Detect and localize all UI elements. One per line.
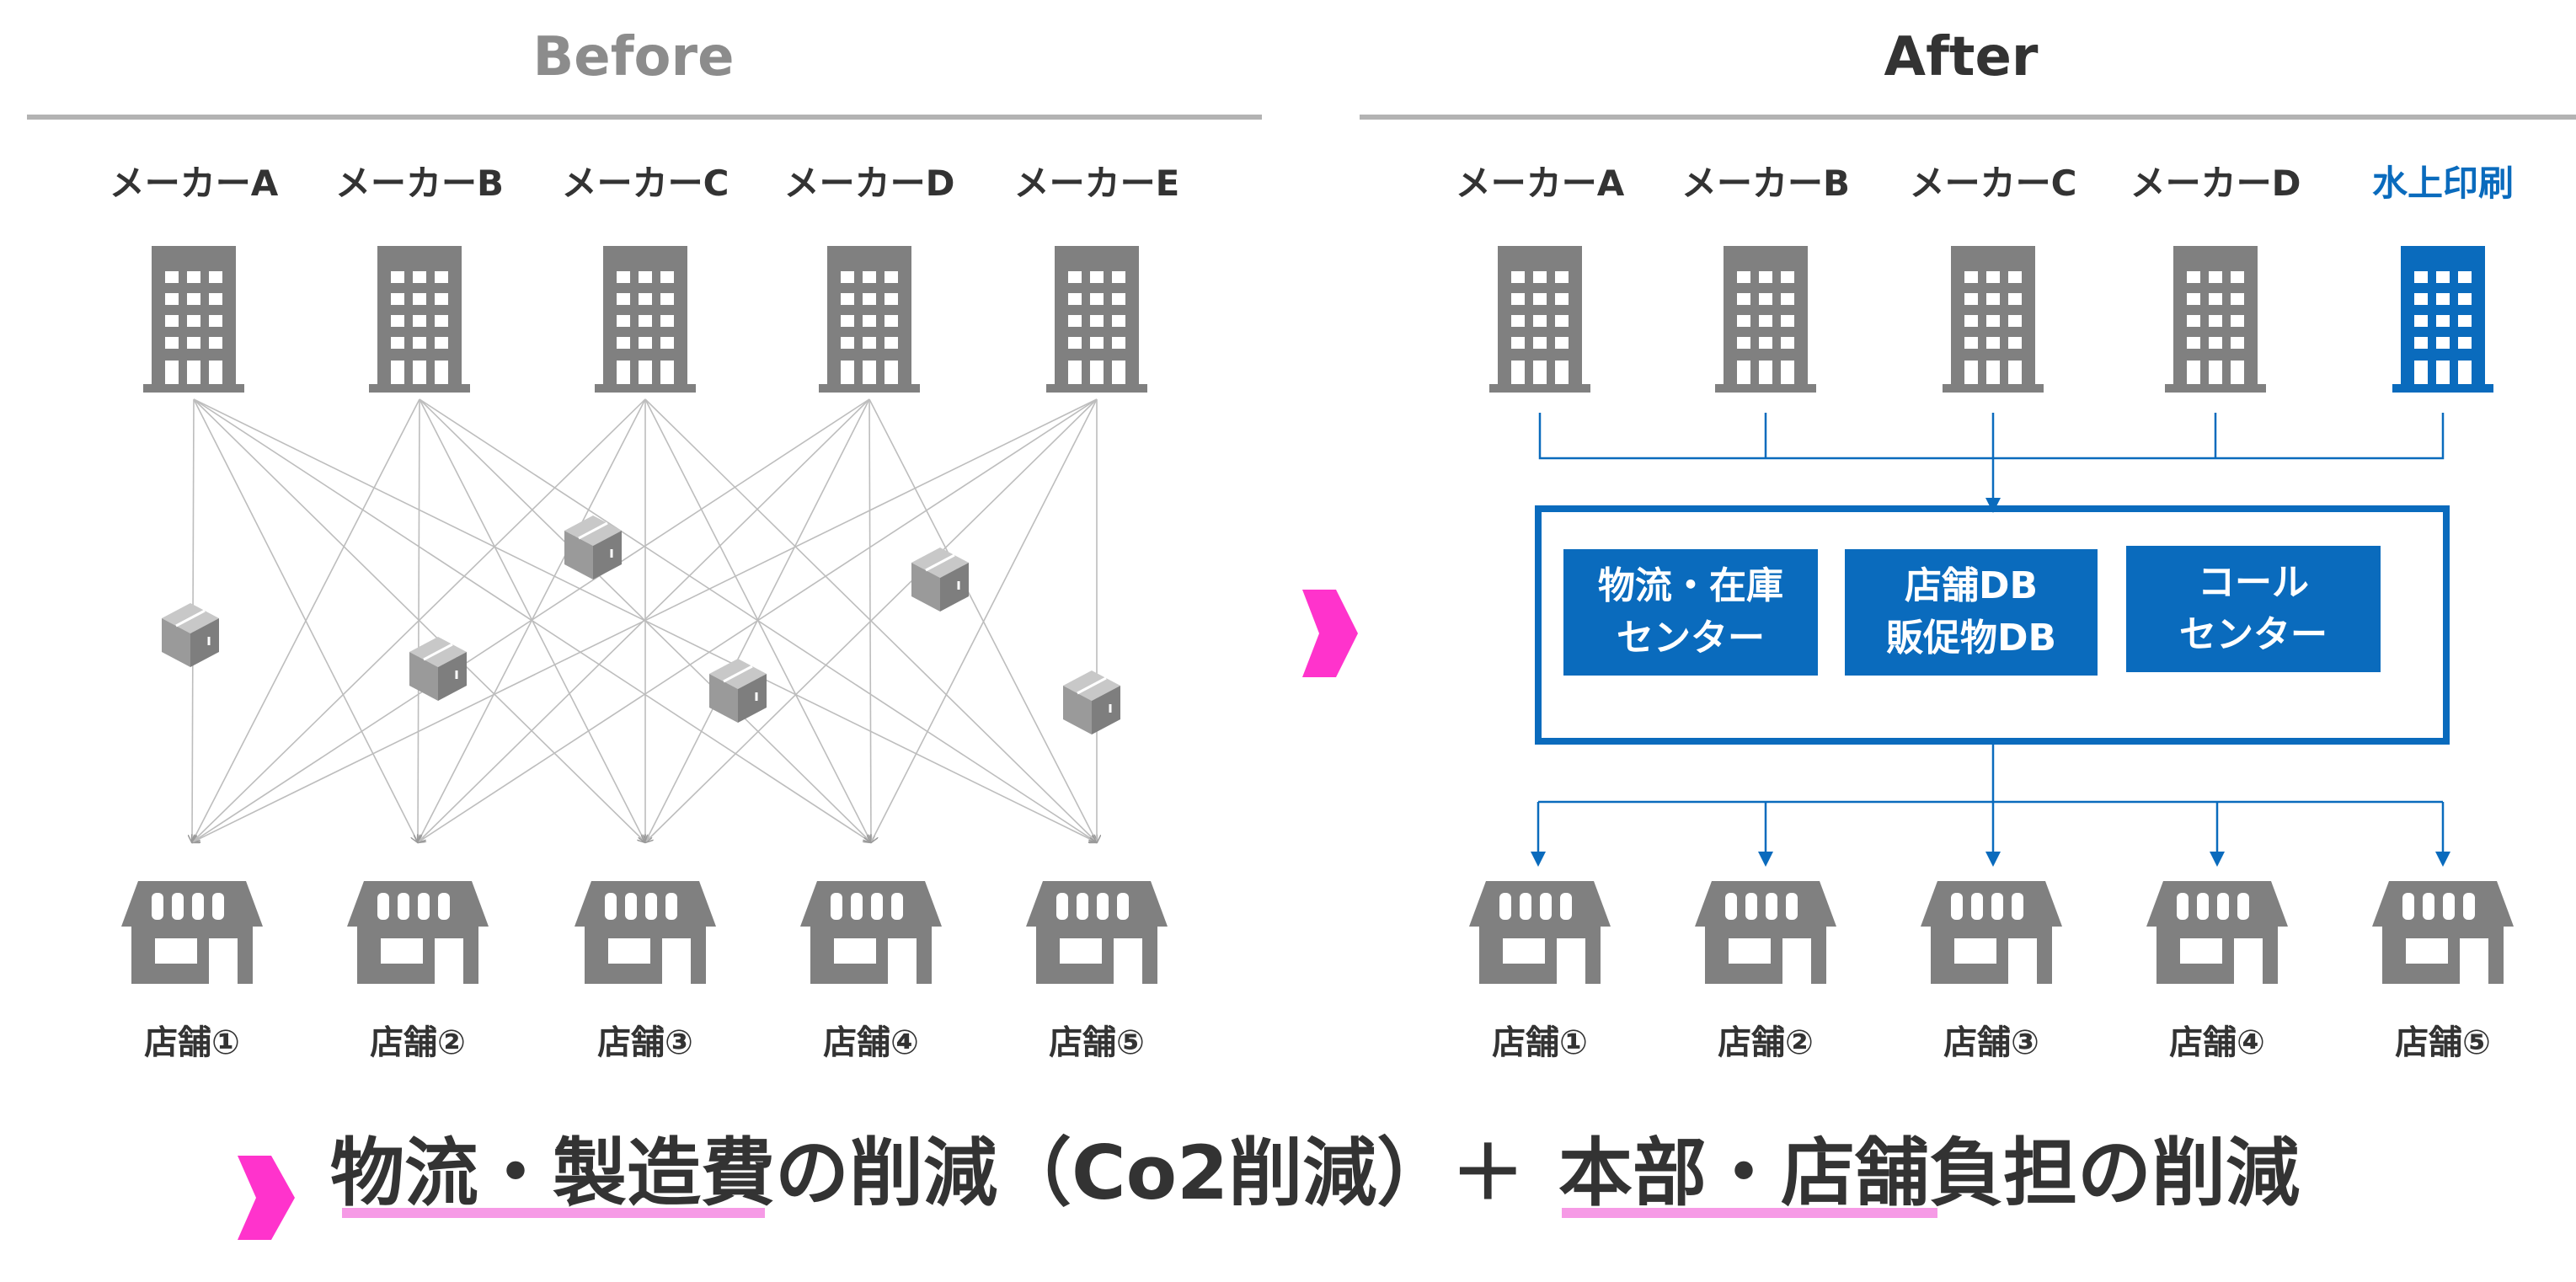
connection-line	[192, 398, 646, 842]
before-maker-label: メーカーB	[334, 163, 504, 204]
storefront-icon	[1026, 881, 1168, 984]
after-divider	[1360, 115, 2576, 120]
service-line: 店舗DB	[1904, 564, 2039, 607]
before-maker-label: メーカーA	[109, 163, 279, 204]
before-store-label: 店舗③	[597, 1023, 693, 1062]
hub-frame	[1535, 505, 2450, 745]
storefront-icon	[2146, 881, 2288, 984]
summary-underline	[342, 1208, 765, 1218]
before-maker-label: メーカーD	[783, 163, 955, 204]
before-divider	[27, 115, 1262, 120]
before-store-label: 店舗④	[823, 1023, 919, 1062]
before-makers	[143, 246, 1147, 393]
after-maker-label: メーカーA	[1455, 163, 1625, 204]
package-box-icon	[910, 546, 970, 613]
before-maker-label: メーカーE	[1013, 163, 1180, 204]
storefront-icon	[347, 881, 489, 984]
chevron-arrow-icon	[238, 1156, 295, 1240]
summary-text-burden: 本部・店舗負担の削減	[1558, 1130, 2301, 1216]
after-outbound-lines	[1531, 745, 2450, 867]
service-line: センター	[2179, 613, 2327, 656]
service-line: コール	[2198, 561, 2309, 604]
office-building-icon	[143, 246, 244, 393]
office-building-icon	[595, 246, 696, 393]
office-building-icon	[1489, 246, 1590, 393]
service-box-call-center: コール センター	[2126, 546, 2381, 672]
office-building-icon	[2165, 246, 2266, 393]
office-building-icon	[369, 246, 470, 393]
after-makers	[1489, 246, 2493, 393]
after-stores	[1469, 881, 2514, 984]
after-maker-label: メーカーB	[1681, 163, 1850, 204]
chevron-arrow-icon	[1302, 590, 1358, 677]
storefront-icon	[2372, 881, 2514, 984]
package-box-icon	[160, 601, 221, 669]
before-maker-label: メーカーC	[561, 163, 730, 204]
office-building-icon	[1943, 246, 2044, 393]
before-store-label: 店舗②	[370, 1023, 466, 1062]
after-maker-label-highlight: 水上印刷	[2371, 163, 2514, 204]
connection-line	[418, 398, 1098, 842]
office-building-icon	[1715, 246, 1816, 393]
storefront-icon	[1921, 881, 2062, 984]
service-line: 販促物DB	[1885, 617, 2057, 660]
before-stores	[121, 881, 1168, 984]
service-line: センター	[1617, 617, 1765, 660]
before-store-label: 店舗⑤	[1049, 1023, 1145, 1062]
connection-line	[868, 398, 1097, 842]
connection-line	[192, 398, 420, 842]
storefront-icon	[575, 881, 716, 984]
before-title: Before	[532, 26, 735, 88]
office-building-icon-highlight	[2392, 246, 2493, 393]
summary-text-cost: 物流・製造費の削減（Co2削減）＋	[330, 1130, 1526, 1216]
connection-line	[645, 398, 1098, 842]
package-box-icon	[708, 657, 768, 724]
after-store-label: 店舗①	[1492, 1023, 1588, 1062]
service-box-database: 店舗DB 販促物DB	[1845, 549, 2098, 676]
after-store-label: 店舗⑤	[2395, 1023, 2491, 1062]
office-building-icon	[1046, 246, 1147, 393]
storefront-icon	[1469, 881, 1611, 984]
after-store-label: 店舗②	[1718, 1023, 1814, 1062]
connection-line	[871, 398, 1098, 842]
after-title: After	[1884, 26, 2039, 88]
connection-line	[192, 398, 870, 842]
before-connection-lines	[192, 398, 1098, 842]
after-maker-label: メーカーD	[2130, 163, 2301, 204]
summary-underline	[1562, 1208, 1937, 1218]
connection-line	[192, 398, 1098, 842]
storefront-icon	[121, 881, 263, 984]
after-maker-label: メーカーC	[1909, 163, 2077, 204]
storefront-icon	[800, 881, 942, 984]
package-box-icon	[1061, 669, 1122, 736]
after-store-label: 店舗④	[2169, 1023, 2265, 1062]
connection-line	[419, 398, 645, 842]
office-building-icon	[819, 246, 920, 393]
service-box-logistics: 物流・在庫 センター	[1563, 549, 1818, 676]
storefront-icon	[1695, 881, 1836, 984]
after-inbound-lines	[1538, 413, 2445, 513]
before-store-label: 店舗①	[144, 1023, 240, 1062]
service-line: 物流・在庫	[1598, 564, 1783, 607]
after-store-label: 店舗③	[1943, 1023, 2039, 1062]
